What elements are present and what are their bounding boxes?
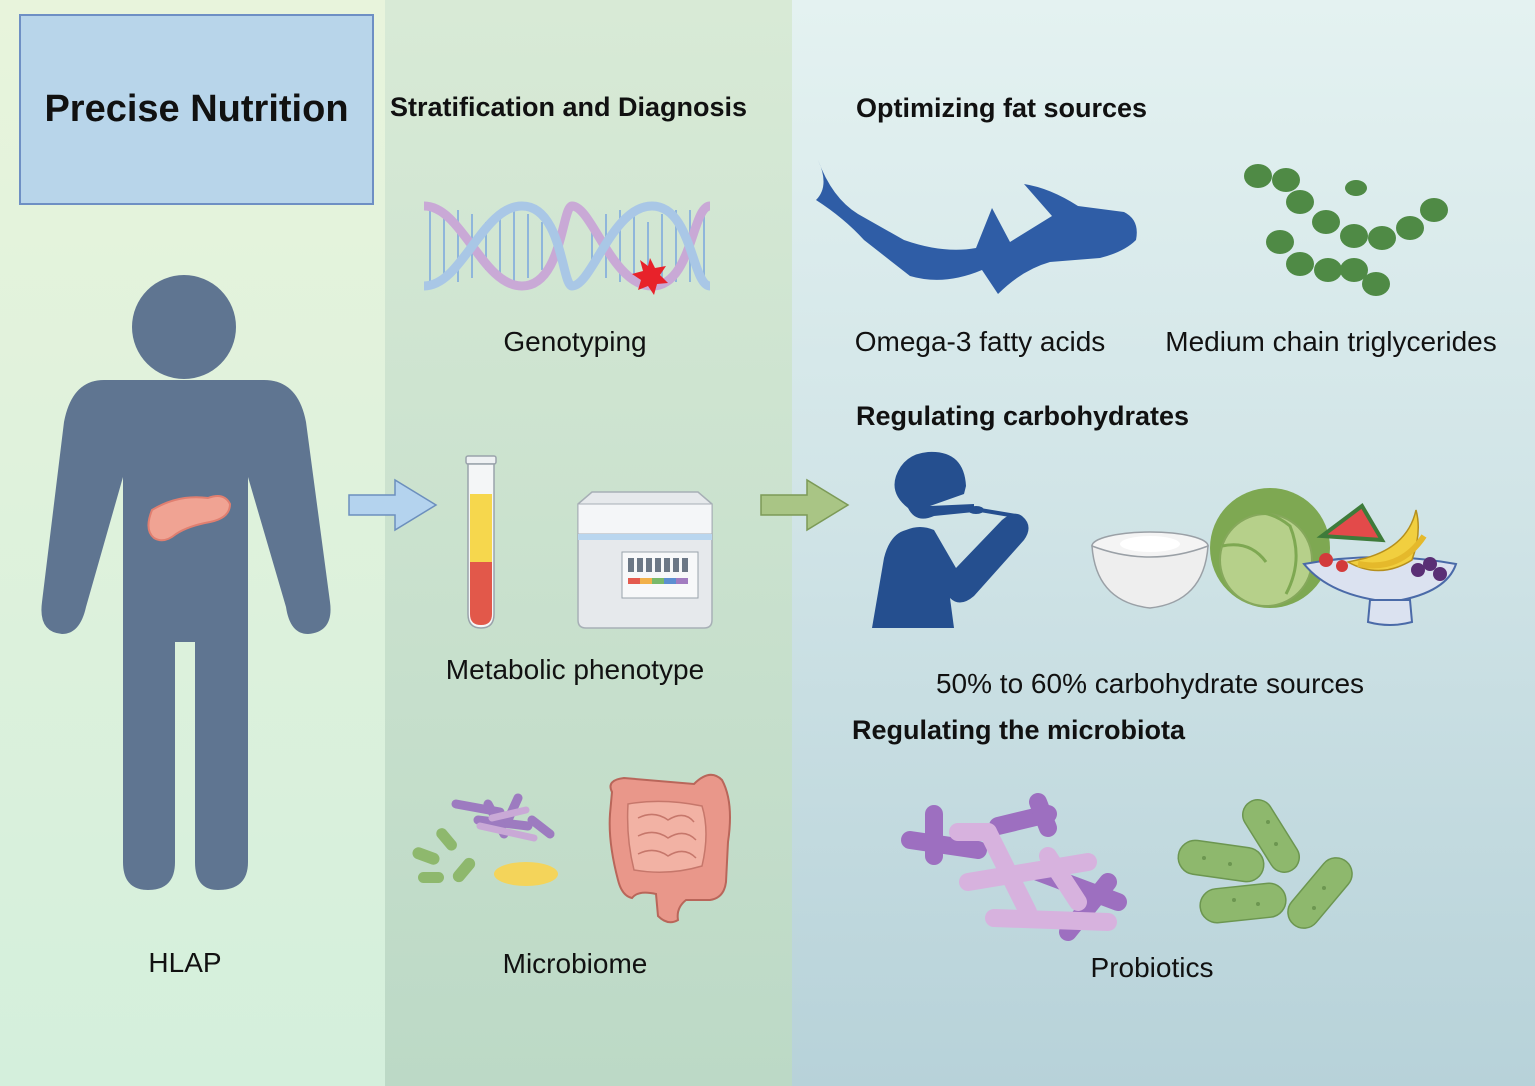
hlap-label: HLAP: [148, 947, 222, 978]
probiotics-label: Probiotics: [1090, 952, 1214, 983]
fat-sources-heading: Optimizing fat sources: [856, 93, 1148, 123]
human-figure-icon: [41, 275, 331, 890]
carbohydrates-heading: Regulating carbohydrates: [856, 401, 1190, 431]
page-title: Precise Nutrition: [44, 88, 349, 130]
bacteria-cluster-icon: [412, 793, 558, 886]
dna-icon: [423, 201, 712, 295]
microbiome-label: Microbiome: [502, 948, 648, 979]
mct-label: Medium chain triglycerides: [1165, 326, 1497, 357]
arrow-right-icon: [760, 478, 850, 532]
pancreas-icon: [147, 495, 232, 542]
metabolic-phenotype-label: Metabolic phenotype: [445, 654, 705, 685]
bacilli-icon: [1177, 799, 1353, 929]
genotyping-label: Genotyping: [503, 326, 647, 357]
intestine-icon: [608, 773, 731, 924]
microbiota-heading: Regulating the microbiota: [852, 715, 1186, 745]
fruit-bowl-icon: [1302, 509, 1458, 626]
omega3-label: Omega-3 fatty acids: [854, 326, 1106, 357]
analyzer-machine-icon: [577, 491, 713, 629]
arrow-right-icon: [348, 478, 438, 532]
bowl-icon: [1091, 531, 1209, 609]
bifidobacteria-icon: [901, 793, 1127, 941]
mutation-star-icon: [632, 258, 668, 295]
cabbage-icon: [1210, 488, 1330, 608]
mct-beads-icon: [1244, 164, 1448, 296]
title-box: Precise Nutrition: [19, 14, 374, 205]
stratification-heading: Stratification and Diagnosis: [390, 92, 748, 122]
person-eating-icon: [872, 451, 1029, 628]
carbohydrate-sources-label: 50% to 60% carbohydrate sources: [935, 668, 1365, 699]
carbohydrate-foods-icon: [1091, 488, 1458, 626]
fish-icon: [816, 160, 1137, 294]
test-tube-icon: [465, 455, 497, 629]
